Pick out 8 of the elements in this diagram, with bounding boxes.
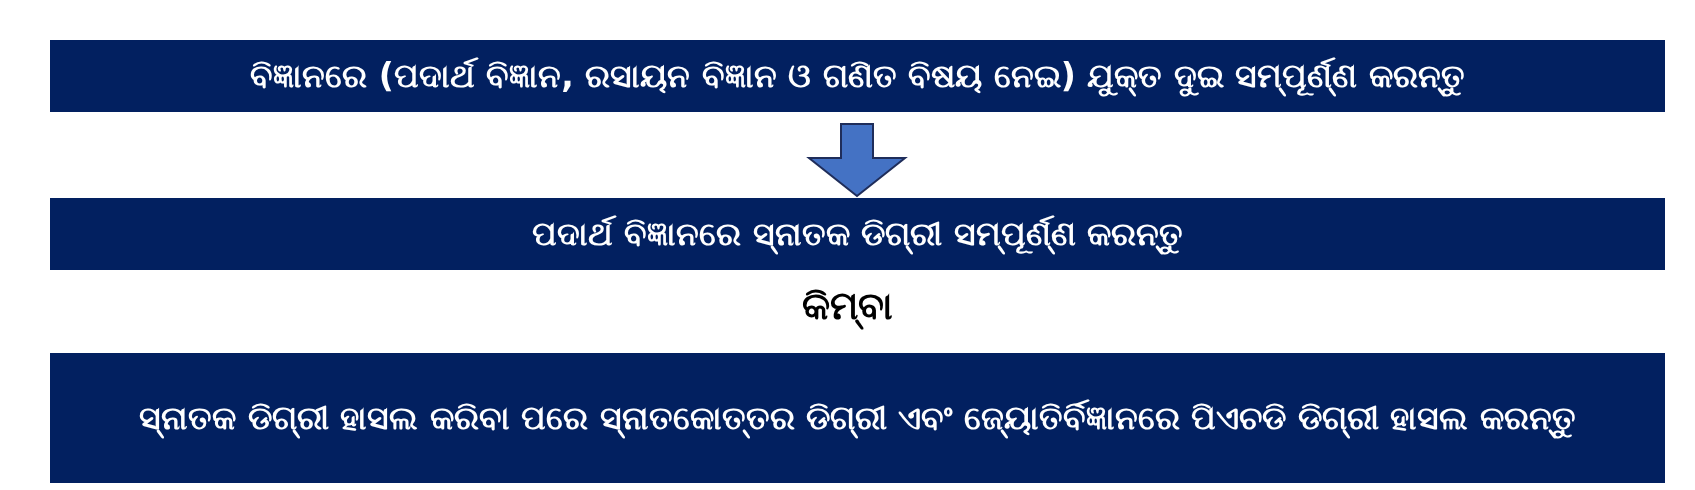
banner-text: ପଦାର୍ଥ ବିଜ୍ଞାନରେ ସ୍ନାତକ ଡିଗ୍ରୀ ସମ୍ପୂର୍ଣ୍ଣ କରନ୍ତୁ xyxy=(531,212,1184,257)
banner-box xyxy=(50,40,1665,112)
banner-box xyxy=(50,198,1665,270)
banner-box xyxy=(50,353,1665,483)
banner-text: ବିଜ୍ଞାନରେ (ପଦାର୍ଥ ବିଜ୍ଞାନ, ରସାୟନ ବିଜ୍ଞାନ ଓ ଗଣିତ ବିଷୟ ନେଇ) ଯୁକ୍ତ ଦୁଇ ସମ୍ପୂର୍ଣ୍ଣ କରନ୍ତୁ xyxy=(250,54,1465,99)
connector-word: କିମ୍ବା xyxy=(801,284,894,329)
banner-text: ସ୍ନାତକ ଡିଗ୍ରୀ ହାସଲ କରିବା ପରେ ସ୍ନାତକୋତ୍ତର ଡିଗ୍ରୀ ଏବଂ ଜ୍ୟୋତିର୍ବିଜ୍ଞାନରେ ପିଏଚଡି ଡିଗ୍ରୀ ହାସଲ କରନ୍ତୁ xyxy=(139,396,1576,441)
block-arrow xyxy=(806,123,908,198)
